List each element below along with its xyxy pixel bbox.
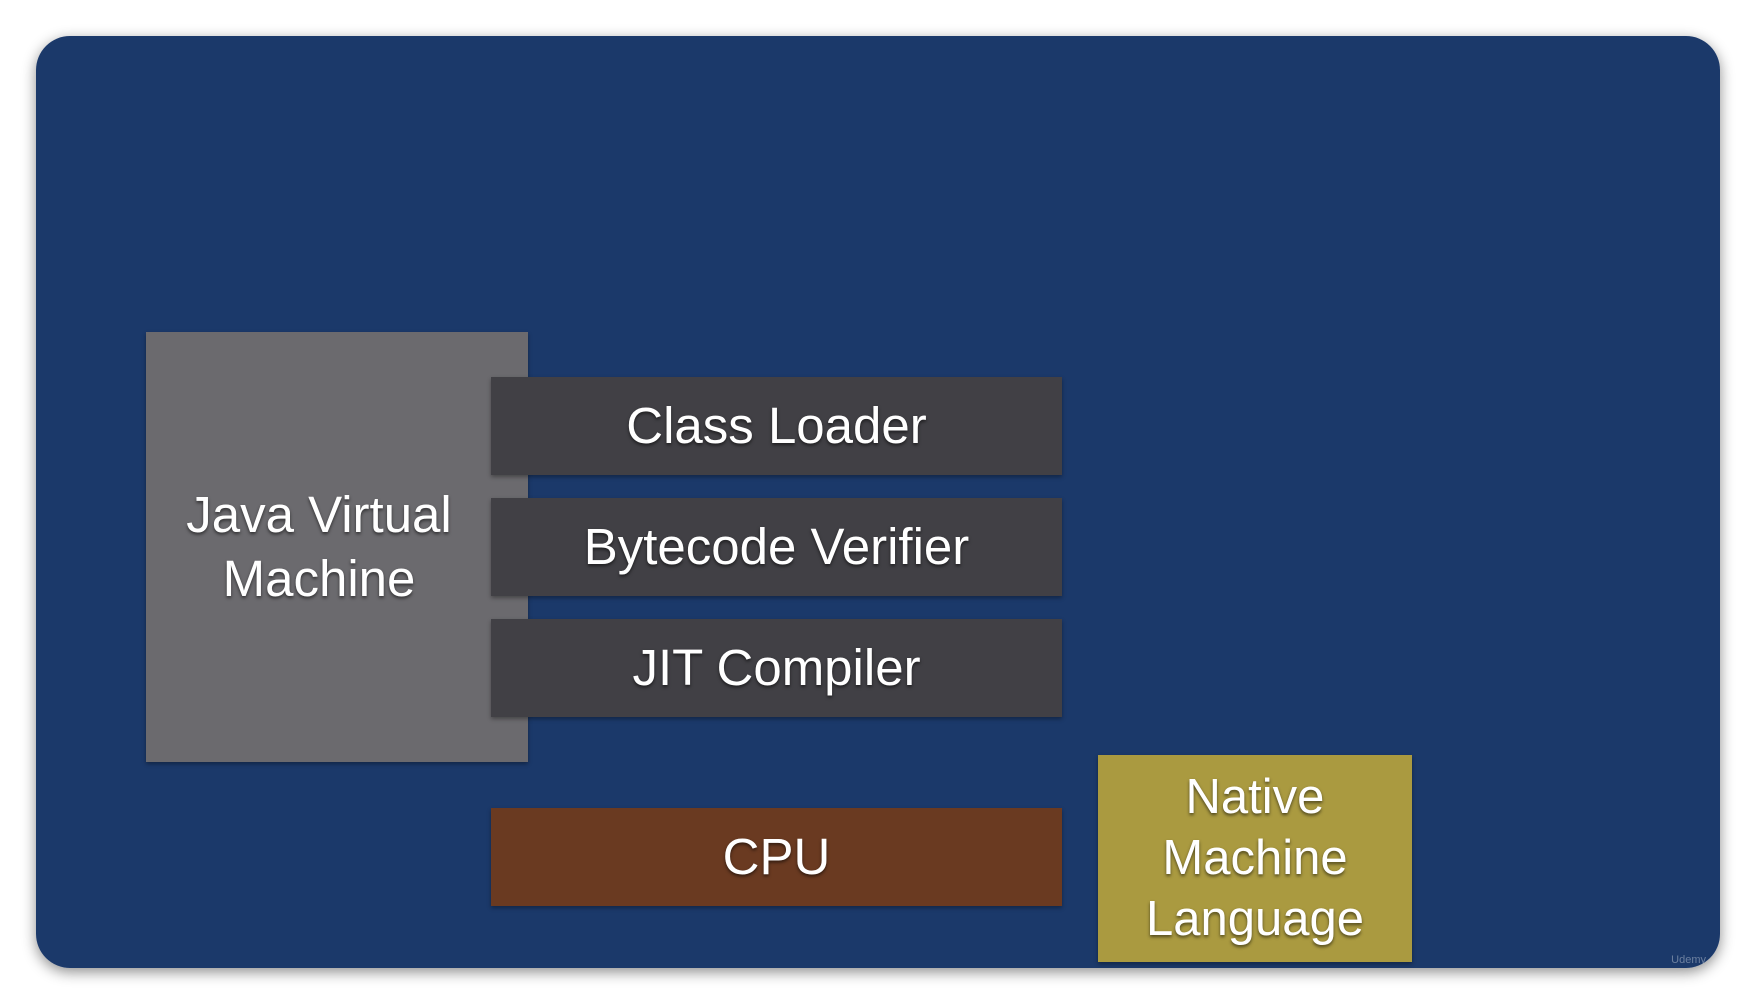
jvm-label: Java Virtual Machine [174,483,464,611]
native-machine-language-box: Native Machine Language [1098,755,1412,962]
slide-frame: Java Virtual Machine Class Loader Byteco… [36,36,1720,968]
jit-compiler-box: JIT Compiler [491,619,1062,717]
class-loader-label: Class Loader [626,397,927,455]
class-loader-box: Class Loader [491,377,1062,475]
udemy-logo: Udemy [1671,954,1706,966]
slide-canvas: Java Virtual Machine Class Loader Byteco… [36,36,1720,968]
jvm-label-line1: Java Virtual [186,486,452,544]
bytecode-verifier-label: Bytecode Verifier [583,518,970,576]
jvm-label-line2: Machine [222,550,416,607]
cpu-box: CPU [491,808,1062,906]
native-label-line1: Native [1185,769,1325,824]
native-label-line2: Machine [1162,830,1348,885]
cpu-label: CPU [722,828,831,886]
native-label-line3: Language [1145,892,1364,947]
jvm-box: Java Virtual Machine [146,332,528,762]
native-label: Native Machine Language [1146,767,1364,951]
bytecode-verifier-box: Bytecode Verifier [491,498,1062,596]
jit-compiler-label: JIT Compiler [632,639,921,697]
